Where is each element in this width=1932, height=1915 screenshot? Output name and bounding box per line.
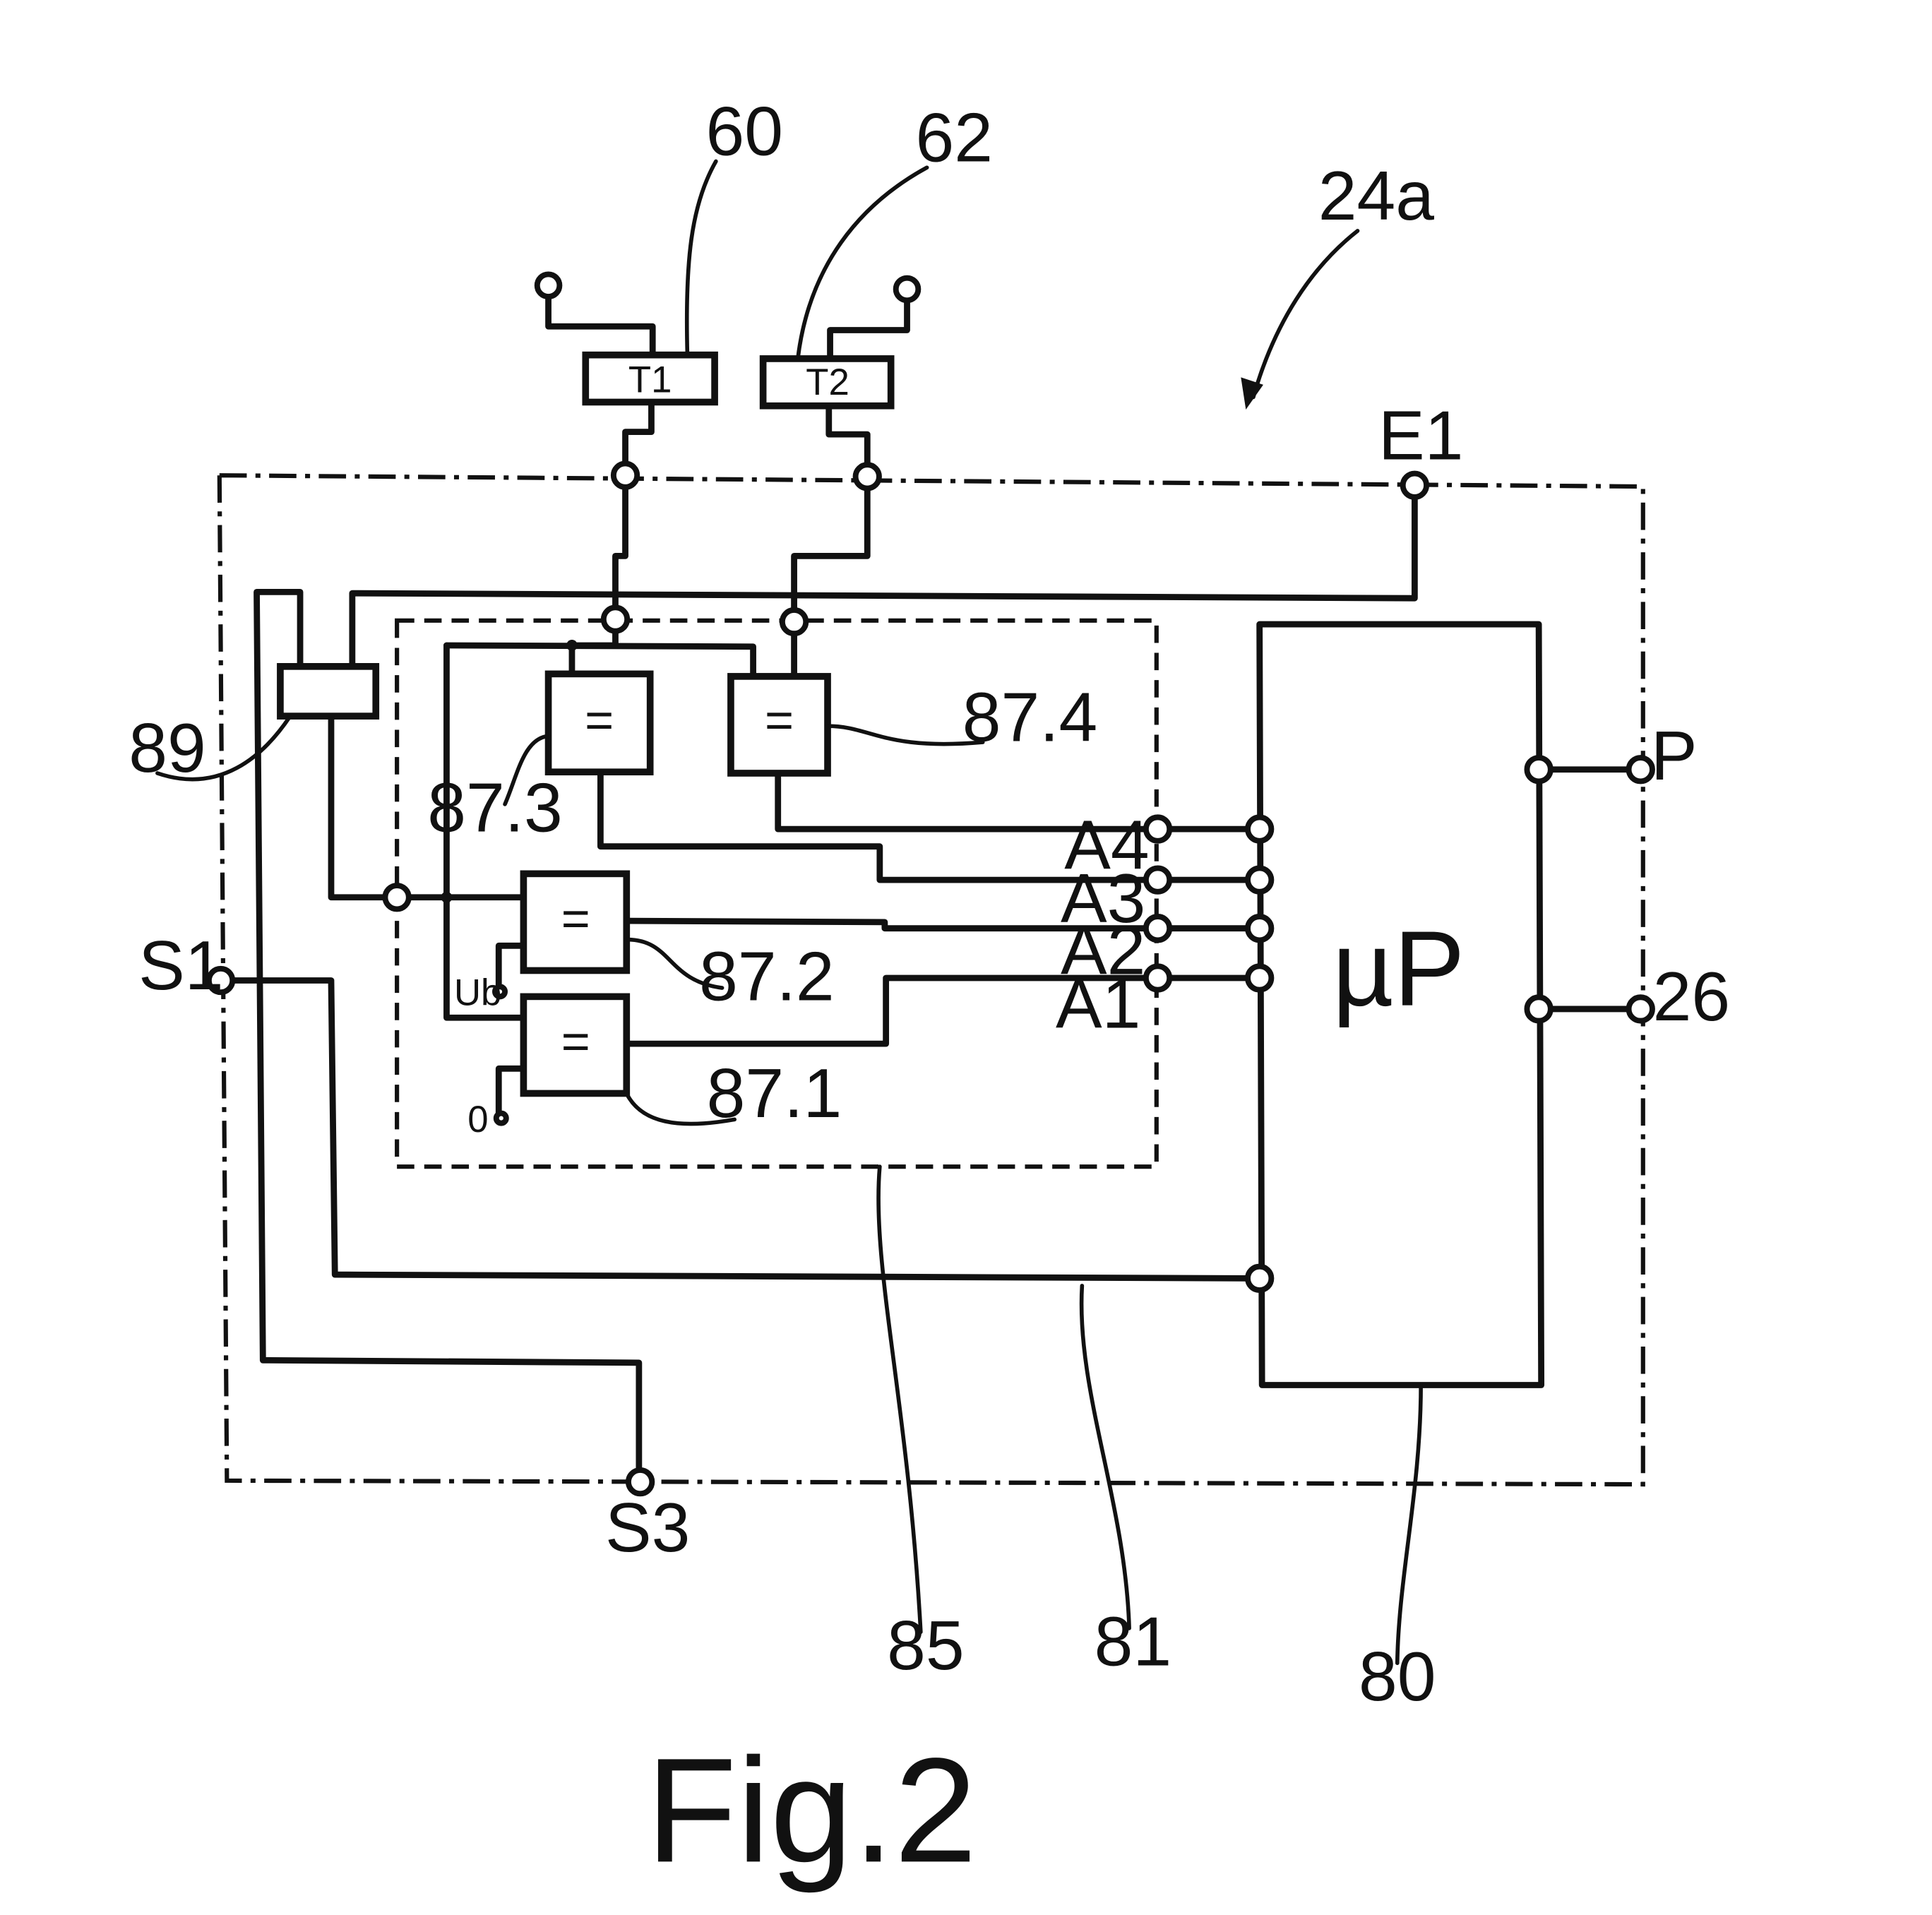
t1-to-comparator-wire <box>612 483 628 610</box>
block-89 <box>277 663 380 720</box>
feed-87-3 <box>568 628 619 677</box>
ref-87-1: 87.1 <box>707 1054 842 1132</box>
ub-terminal <box>492 984 508 1000</box>
a3-terminal <box>1143 865 1173 895</box>
ref-85: 85 <box>887 1606 964 1684</box>
bus-top-87 <box>443 642 756 680</box>
microprocessor-box <box>1256 621 1545 1388</box>
ref-87-2: 87.2 <box>699 938 835 1015</box>
ref-24a: 24a <box>1318 157 1434 234</box>
ref-62: 62 <box>916 98 993 176</box>
zero-input-wire <box>495 1065 527 1116</box>
arrowhead-24a <box>1241 377 1263 410</box>
a1-terminal <box>1143 963 1173 993</box>
comparator-87-3-symbol: = <box>585 692 614 748</box>
s1-line <box>228 977 1251 1282</box>
terminal-a3-label: A3 <box>1061 859 1145 937</box>
t1-supply-terminal <box>534 271 563 300</box>
terminal-s3-label: S3 <box>605 1489 690 1566</box>
e1-line <box>349 494 1418 670</box>
t2-upper-wire <box>827 296 910 362</box>
leader-87-2 <box>624 937 724 990</box>
comparator-87-4-symbol: = <box>765 692 794 748</box>
terminal-a4-label: A4 <box>1064 806 1149 883</box>
out-87-1-to-a1 <box>623 974 1149 1047</box>
up-input-a2-terminal <box>1245 914 1275 943</box>
figure-caption: Fig.2 <box>646 1726 977 1893</box>
t2-housing-terminal <box>852 462 882 491</box>
block-89-top-wire <box>254 588 643 1474</box>
terminal-p-label: P <box>1651 717 1698 794</box>
zero-terminal <box>493 1110 509 1126</box>
t2-supply-terminal <box>893 275 922 304</box>
leader-87-3 <box>503 734 551 806</box>
t2-lower-wire <box>825 402 871 467</box>
block-89-module-terminal <box>382 883 412 912</box>
t1-lower-wire <box>622 399 655 466</box>
t2-to-comparator-wire <box>791 484 871 613</box>
comparator-87-1 <box>520 993 631 1097</box>
up-input-a1-terminal <box>1245 963 1275 993</box>
junction-dot <box>566 640 578 651</box>
comparator-87-2 <box>520 870 631 974</box>
ref-80: 80 <box>1359 1637 1436 1715</box>
ub-label: Ub <box>454 972 501 1014</box>
out-87-3-to-a3 <box>597 768 1149 883</box>
terminal-s1-label: S1 <box>138 926 223 1004</box>
comparator-87-1-symbol: = <box>561 1013 590 1069</box>
out-87-4-to-a4 <box>775 770 1149 833</box>
leader-24a <box>1251 229 1360 400</box>
block-89-output-wire <box>328 712 389 901</box>
comparator-87-2-symbol: = <box>561 890 590 946</box>
ref-81: 81 <box>1095 1603 1171 1681</box>
terminal-a2-label: A2 <box>1061 912 1145 989</box>
t1-module-terminal <box>600 604 631 634</box>
leader-60 <box>684 159 718 357</box>
leader-80 <box>1395 1383 1423 1666</box>
ref-87-4: 87.4 <box>962 678 1098 756</box>
t2-sensor-box <box>759 355 895 410</box>
s3-terminal <box>625 1467 655 1497</box>
a2-terminal <box>1143 914 1173 943</box>
up-input-s1-terminal <box>1245 1263 1275 1293</box>
component-t2-label: T2 <box>806 362 849 403</box>
terminal-a1-label: A1 <box>1056 965 1140 1042</box>
leader-87-4 <box>825 724 985 746</box>
housing-outline <box>217 473 1645 1487</box>
leader-85 <box>876 1164 923 1635</box>
leader-89 <box>155 714 292 782</box>
a4-terminal <box>1143 814 1173 844</box>
zero-label: 0 <box>467 1099 488 1140</box>
leader-62 <box>796 165 929 361</box>
ref-60: 60 <box>706 93 783 170</box>
bus-left-87 <box>443 642 527 1021</box>
terminal-e1-label: E1 <box>1378 396 1463 474</box>
microprocessor-label: µP <box>1332 909 1465 1029</box>
ref-89: 89 <box>129 709 205 787</box>
t26-terminal <box>1626 994 1655 1024</box>
t2-module-terminal <box>779 607 809 637</box>
t1-upper-wire <box>545 292 656 359</box>
terminal-26-label: 26 <box>1653 958 1730 1035</box>
up-input-a4-terminal <box>1245 814 1275 844</box>
out-87-2-to-a2 <box>623 917 1149 932</box>
e1-terminal <box>1400 470 1430 500</box>
leader-81 <box>1079 1284 1131 1630</box>
up-output-p-terminal <box>1524 755 1554 785</box>
t1-housing-terminal <box>610 460 640 490</box>
leader-87-1 <box>624 1091 737 1126</box>
up-input-a3-terminal <box>1245 865 1275 895</box>
ub-input-wire <box>495 942 527 990</box>
s1-terminal <box>205 965 236 996</box>
component-t1-label: T1 <box>628 359 672 400</box>
p-terminal <box>1626 755 1655 785</box>
ref-87-3: 87.3 <box>427 769 563 847</box>
up-output-26-terminal <box>1524 994 1554 1024</box>
